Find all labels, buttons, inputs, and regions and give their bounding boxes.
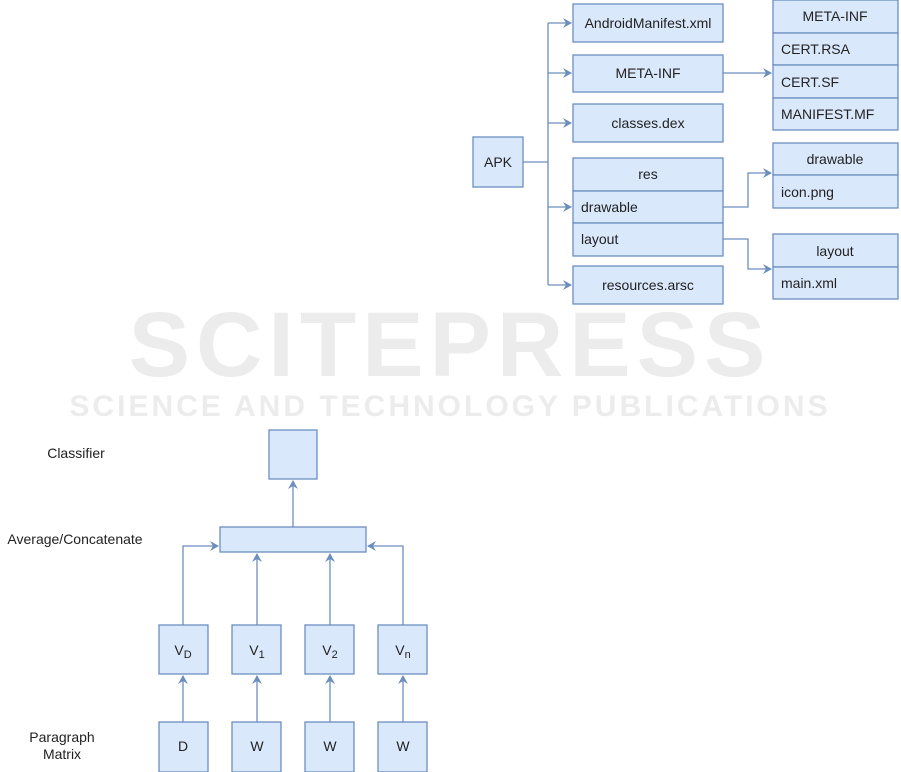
classifier-label: Classifier (47, 445, 105, 461)
apk-trunk-connector (523, 23, 549, 285)
vector-base: V (322, 642, 332, 658)
vector-subscript: 1 (259, 649, 265, 661)
meta-inf-group-title: META-INF (802, 8, 867, 24)
resources-arsc-node (572, 265, 724, 305)
apk-structure-diagram: APK AndroidManifest.xml META-INF classes… (472, 0, 899, 305)
paragraph-vector-diagram: Classifier Average/Concatenate Paragraph… (7, 429, 428, 772)
classes-dex-label: classes.dex (611, 115, 684, 131)
androidmanifest-node (572, 3, 724, 43)
cert-rsa-row (772, 32, 899, 66)
watermark: SCITEPRESS SCIENCE AND TECHNOLOGY PUBLIC… (69, 294, 830, 423)
average-concatenate-label: Average/Concatenate (7, 531, 142, 547)
res-layout-label: layout (581, 231, 618, 247)
arrow-vd-to-average (182, 541, 219, 625)
svg-text:V1: V1 (249, 642, 264, 661)
average-concatenate-node (219, 526, 367, 553)
res-header (572, 157, 724, 192)
classifier-node (268, 429, 318, 480)
vector-node-1: V1 (231, 624, 282, 675)
input-node-w1 (231, 721, 282, 772)
input-label: W (396, 738, 410, 754)
paragraph-matrix-label-2: Matrix (43, 746, 81, 762)
main-xml-row (772, 266, 899, 300)
vector-subscript: n (405, 649, 411, 661)
cert-rsa-label: CERT.RSA (781, 41, 851, 57)
paragraph-matrix-label-1: Paragraph (29, 729, 94, 745)
vector-node-n: Vn (377, 624, 428, 675)
vector-subscript: 2 (332, 649, 338, 661)
cert-sf-row (772, 64, 899, 99)
classes-dex-node (572, 103, 724, 143)
arrow-drawable-detail (723, 168, 772, 208)
res-drawable-label: drawable (581, 199, 638, 215)
icon-png-label: icon.png (781, 184, 834, 200)
vector-base: V (174, 642, 184, 658)
input-label: W (250, 738, 264, 754)
watermark-sub: SCIENCE AND TECHNOLOGY PUBLICATIONS (69, 390, 830, 423)
input-node-wn (377, 721, 428, 772)
resources-arsc-label: resources.arsc (602, 277, 694, 293)
input-node-d (158, 721, 209, 772)
layout-group-header (772, 233, 899, 268)
vector-node-2: V2 (304, 624, 355, 675)
androidmanifest-label: AndroidManifest.xml (585, 15, 712, 31)
meta-inf-node (572, 54, 724, 93)
svg-text:Vn: Vn (395, 642, 410, 661)
arrow-layout-detail (723, 238, 772, 274)
vector-base: V (249, 642, 259, 658)
manifest-mf-label: MANIFEST.MF (781, 106, 874, 122)
vector-subscript: D (184, 649, 192, 661)
watermark-main: SCITEPRESS (129, 294, 772, 396)
drawable-group-header (772, 142, 899, 176)
res-layout-row (572, 222, 724, 257)
arrow-vn-to-average (367, 541, 404, 625)
main-xml-label: main.xml (781, 275, 837, 291)
icon-png-row (772, 174, 899, 209)
meta-inf-label: META-INF (615, 65, 680, 81)
vector-node-d: VD (158, 624, 209, 675)
apk-label: APK (484, 154, 513, 170)
cert-sf-label: CERT.SF (781, 74, 839, 90)
drawable-group-title: drawable (807, 151, 864, 167)
input-label: W (323, 738, 337, 754)
input-label: D (178, 738, 188, 754)
res-label: res (638, 166, 657, 182)
layout-group-title: layout (816, 243, 853, 259)
svg-text:V2: V2 (322, 642, 337, 661)
svg-text:VD: VD (174, 642, 191, 661)
manifest-mf-row (772, 97, 899, 131)
input-node-w2 (304, 721, 355, 772)
apk-node (472, 136, 524, 188)
vector-base: V (395, 642, 405, 658)
